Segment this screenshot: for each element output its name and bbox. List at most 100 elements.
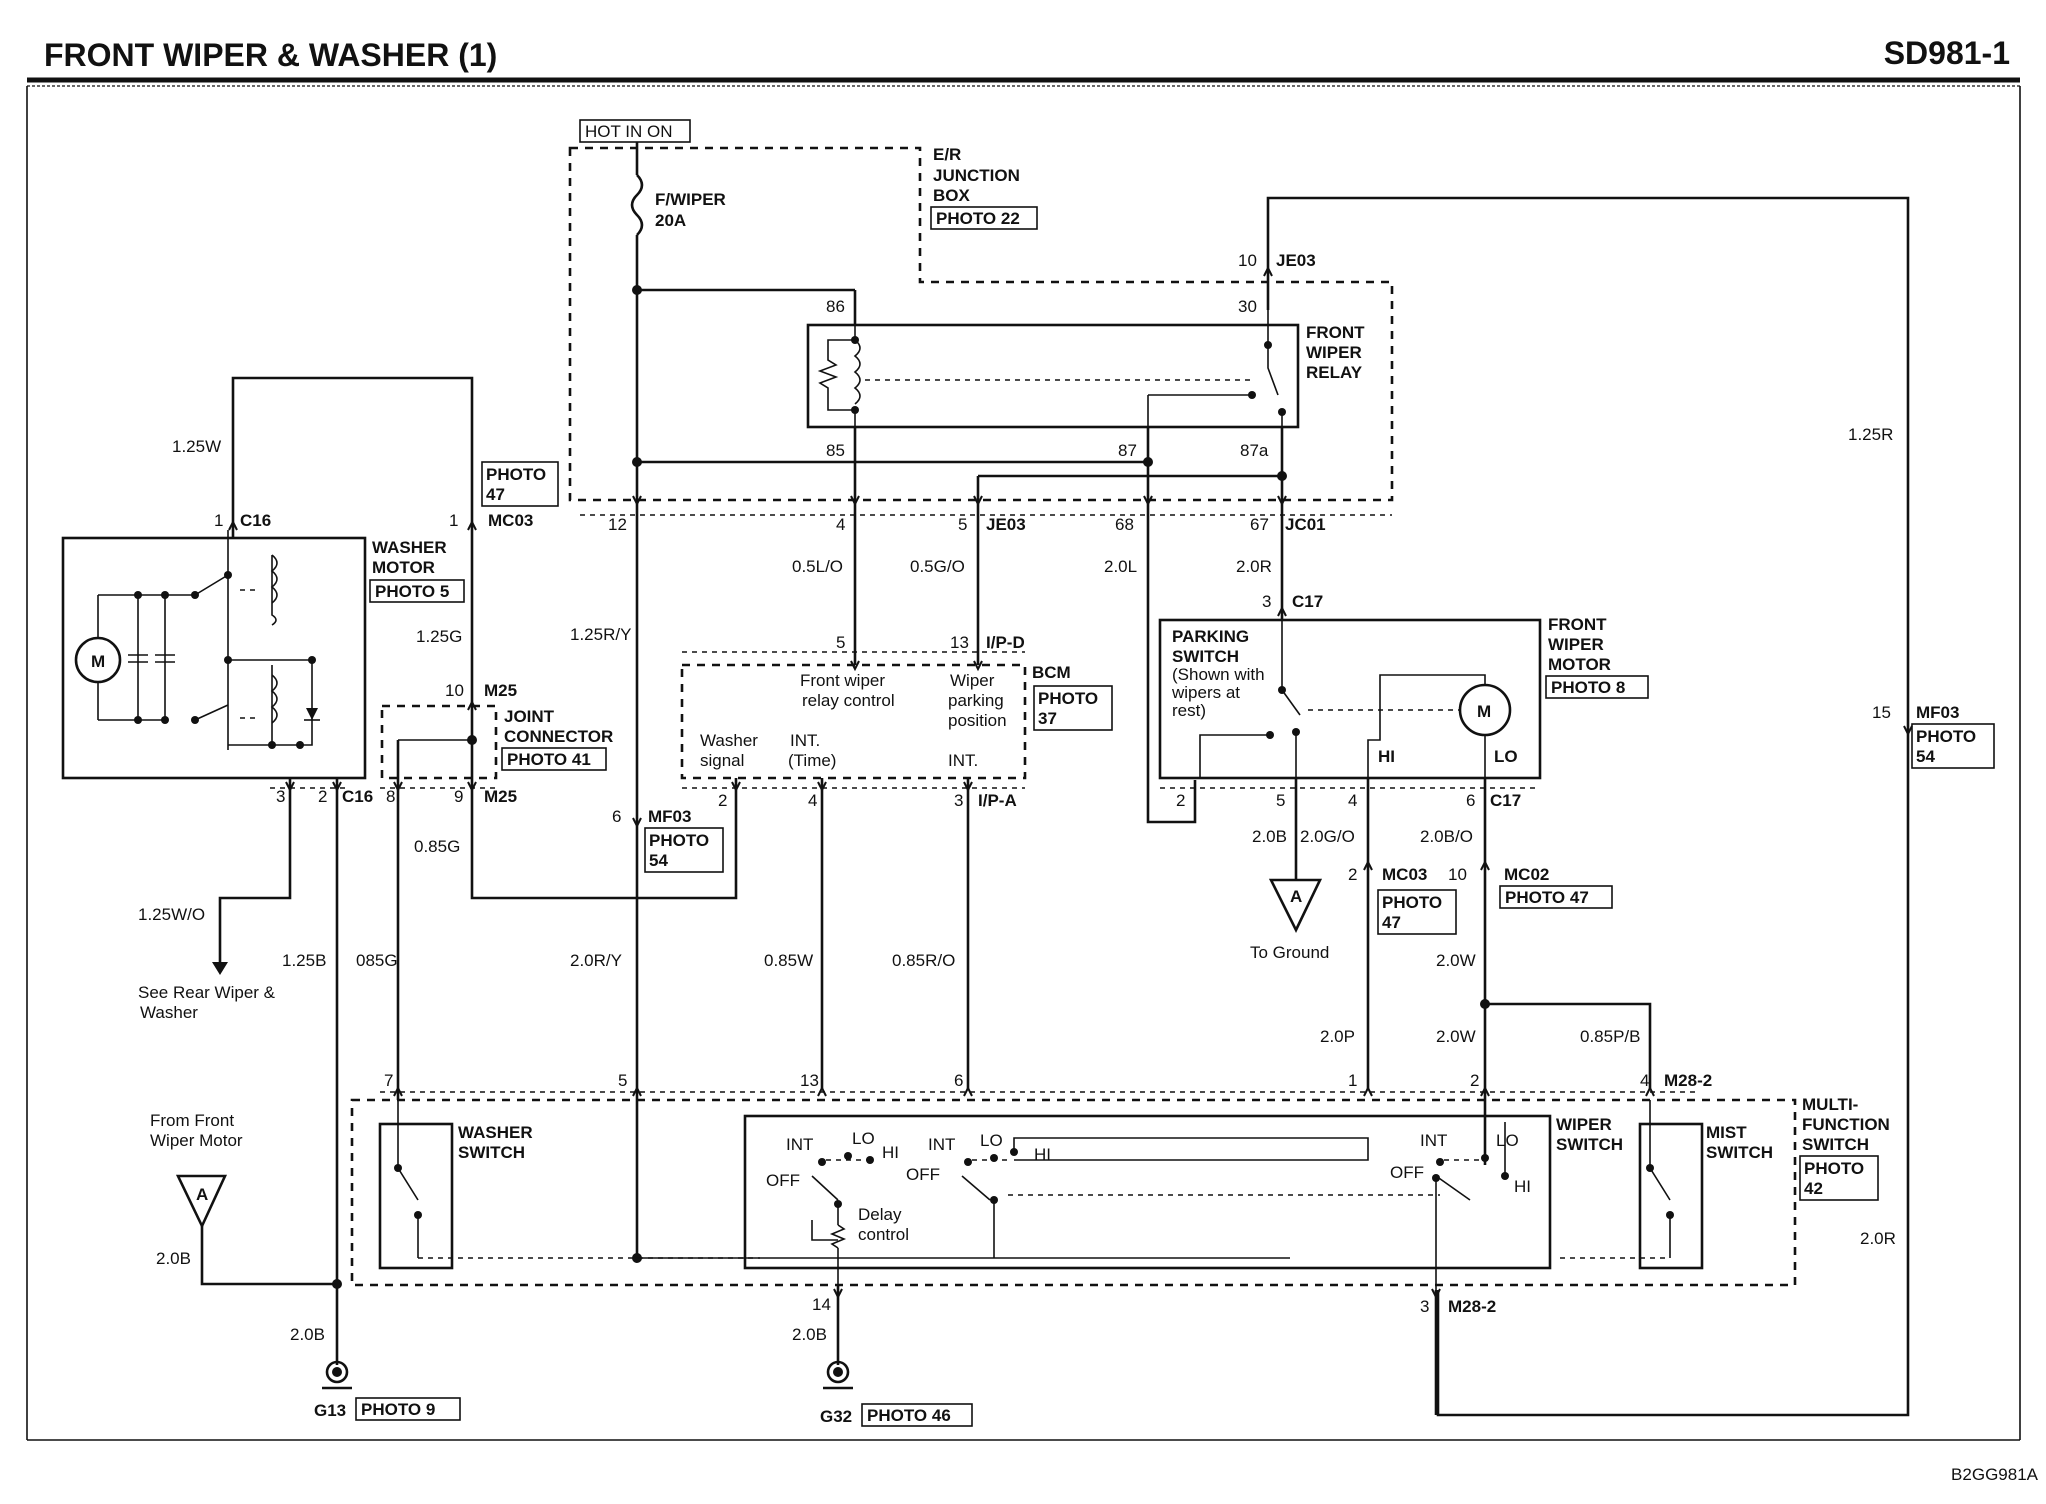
svg-text:2.0R: 2.0R (1860, 1229, 1896, 1248)
svg-text:2.0P: 2.0P (1320, 1027, 1355, 1046)
svg-text:G32: G32 (820, 1407, 852, 1426)
svg-text:2: 2 (1470, 1071, 1479, 1090)
svg-text:PARKING: PARKING (1172, 627, 1249, 646)
image-code: B2GG981A (1951, 1465, 2039, 1484)
svg-text:3: 3 (276, 787, 285, 806)
svg-text:2.0B: 2.0B (290, 1325, 325, 1344)
svg-text:1.25R/Y: 1.25R/Y (570, 625, 631, 644)
svg-text:68: 68 (1115, 515, 1134, 534)
washer-motor-box (61, 536, 367, 780)
svg-text:OFF: OFF (766, 1171, 800, 1190)
svg-text:PHOTO 46: PHOTO 46 (867, 1406, 951, 1425)
svg-text:FRONT: FRONT (1548, 615, 1607, 634)
svg-text:10: 10 (445, 681, 464, 700)
svg-text:WIPER: WIPER (1556, 1115, 1612, 1134)
svg-text:13: 13 (800, 1071, 819, 1090)
svg-text:PHOTO 41: PHOTO 41 (507, 750, 591, 769)
svg-text:6: 6 (612, 807, 621, 826)
hot-in-on-label: HOT IN ON (585, 122, 673, 141)
svg-text:6: 6 (954, 1071, 963, 1090)
svg-text:LO: LO (1494, 747, 1518, 766)
svg-text:6: 6 (1466, 791, 1475, 810)
svg-text:2.0G/O: 2.0G/O (1300, 827, 1355, 846)
svg-text:C16: C16 (240, 511, 271, 530)
svg-text:0.5G/O: 0.5G/O (910, 557, 965, 576)
junction-photo-label: PHOTO 22 (936, 209, 1020, 228)
svg-text:2.0W: 2.0W (1436, 951, 1476, 970)
svg-text:MF03: MF03 (648, 807, 691, 826)
svg-text:RELAY: RELAY (1306, 363, 1363, 382)
svg-text:Washer: Washer (140, 1003, 198, 1022)
svg-text:SWITCH: SWITCH (1556, 1135, 1623, 1154)
svg-text:INT.: INT. (948, 751, 978, 770)
svg-text:relay control: relay control (802, 691, 895, 710)
svg-text:Delay: Delay (858, 1205, 902, 1224)
svg-text:MOTOR: MOTOR (372, 558, 435, 577)
svg-text:WASHER: WASHER (458, 1123, 533, 1142)
svg-text:JE03: JE03 (986, 515, 1026, 534)
svg-text:MF03: MF03 (1916, 703, 1959, 722)
svg-text:M25: M25 (484, 681, 517, 700)
to-ground-a-symbol (1268, 878, 1323, 933)
svg-text:10: 10 (1238, 251, 1257, 270)
junction-box-label-2: JUNCTION (933, 166, 1020, 185)
svg-text:85: 85 (826, 441, 845, 460)
svg-text:5: 5 (958, 515, 967, 534)
svg-text:085G: 085G (356, 951, 398, 970)
svg-text:0.85P/B: 0.85P/B (1580, 1027, 1641, 1046)
svg-text:MULTI-: MULTI- (1802, 1095, 1858, 1114)
svg-text:HI: HI (1034, 1145, 1051, 1164)
svg-text:8: 8 (386, 787, 395, 806)
svg-text:30: 30 (1238, 297, 1257, 316)
junction-box-outline (568, 146, 1394, 502)
svg-text:0.85W: 0.85W (764, 951, 813, 970)
svg-text:WIPER: WIPER (1548, 635, 1604, 654)
svg-text:control: control (858, 1225, 909, 1244)
svg-text:Wiper Motor: Wiper Motor (150, 1131, 243, 1150)
svg-text:MC03: MC03 (1382, 865, 1427, 884)
svg-text:wipers at: wipers at (1171, 683, 1240, 702)
svg-text:signal: signal (700, 751, 744, 770)
svg-text:LO: LO (1496, 1131, 1519, 1150)
svg-text:5: 5 (836, 633, 845, 652)
svg-text:SWITCH: SWITCH (1172, 647, 1239, 666)
svg-text:I/P-D: I/P-D (986, 633, 1025, 652)
svg-text:HI: HI (1378, 747, 1395, 766)
svg-text:67: 67 (1250, 515, 1269, 534)
g32-ground-symbol (826, 1360, 850, 1384)
svg-text:rest): rest) (1172, 701, 1206, 720)
joint-connector-outline (380, 704, 498, 780)
svg-text:2.0B/O: 2.0B/O (1420, 827, 1473, 846)
svg-text:5: 5 (1276, 791, 1285, 810)
svg-text:PHOTO 8: PHOTO 8 (1551, 678, 1625, 697)
svg-text:PHOTO: PHOTO (1382, 893, 1442, 912)
multifunction-switch-outline (350, 1098, 1797, 1287)
svg-text:2: 2 (1176, 791, 1185, 810)
washer-switch-box (378, 1122, 454, 1270)
svg-text:3: 3 (954, 791, 963, 810)
svg-text:1.25B: 1.25B (282, 951, 326, 970)
svg-text:12: 12 (608, 515, 627, 534)
svg-text:HI: HI (882, 1143, 899, 1162)
svg-text:86: 86 (826, 297, 845, 316)
svg-text:15: 15 (1872, 703, 1891, 722)
ground-ref-a-symbol (175, 1174, 228, 1230)
mist-switch-box (1638, 1122, 1704, 1270)
svg-text:(Time): (Time) (788, 751, 836, 770)
svg-text:INT: INT (928, 1135, 955, 1154)
svg-text:OFF: OFF (906, 1165, 940, 1184)
svg-text:MOTOR: MOTOR (1548, 655, 1611, 674)
svg-text:BCM: BCM (1032, 663, 1071, 682)
svg-text:PHOTO: PHOTO (486, 465, 546, 484)
svg-text:SWITCH: SWITCH (1706, 1143, 1773, 1162)
svg-text:37: 37 (1038, 709, 1057, 728)
svg-text:2.0L: 2.0L (1104, 557, 1137, 576)
svg-text:0.85G: 0.85G (414, 837, 460, 856)
svg-text:To Ground: To Ground (1250, 943, 1329, 962)
svg-text:OFF: OFF (1390, 1163, 1424, 1182)
svg-text:WIPER: WIPER (1306, 343, 1362, 362)
svg-text:2.0B: 2.0B (792, 1325, 827, 1344)
svg-text:INT: INT (1420, 1131, 1447, 1150)
svg-text:3: 3 (1420, 1297, 1429, 1316)
svg-text:2.0R: 2.0R (1236, 557, 1272, 576)
